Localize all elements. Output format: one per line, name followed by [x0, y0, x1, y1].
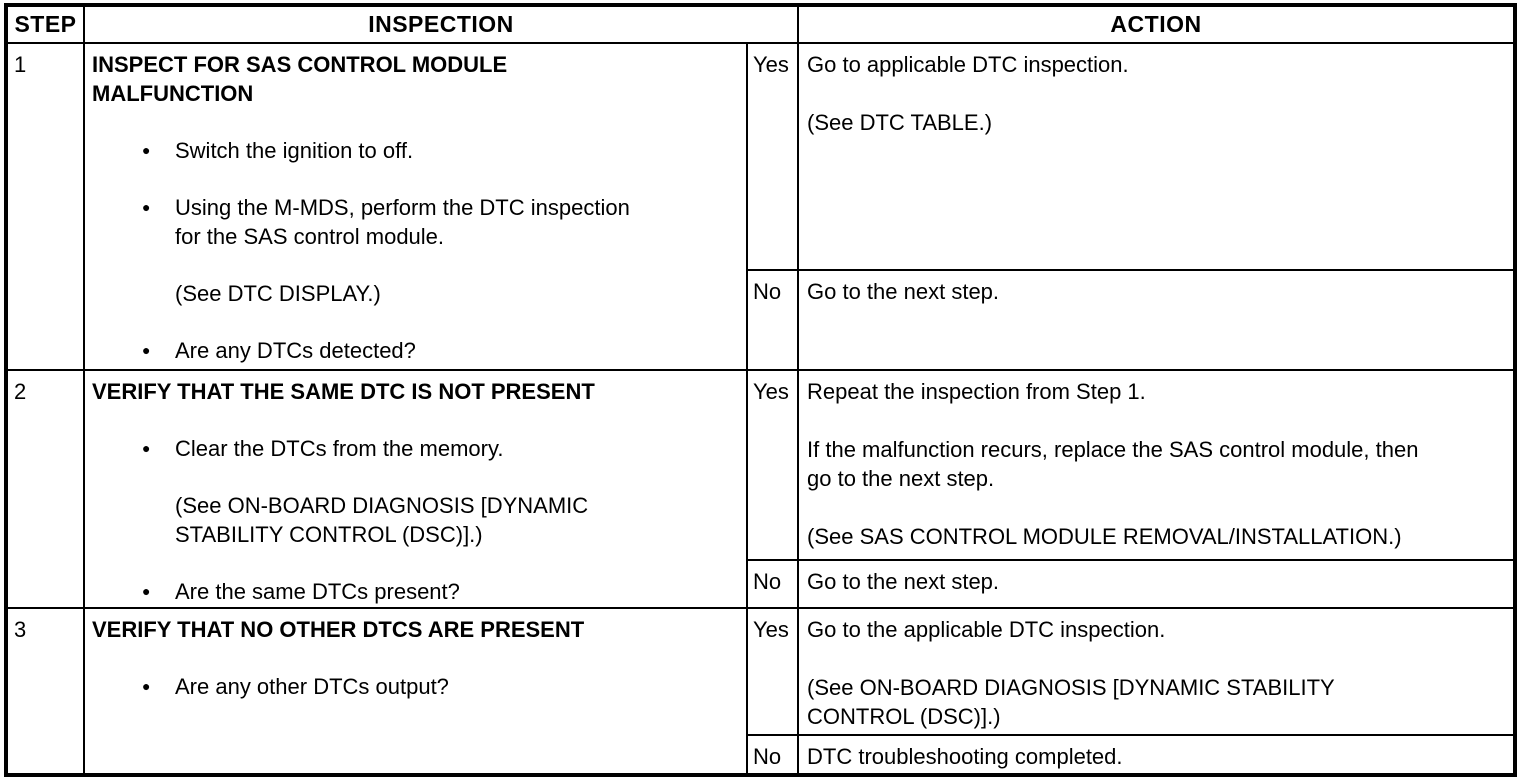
table-row: No Go to the next step.: [6, 559, 1517, 609]
inspection-cell: INSPECT FOR SAS CONTROL MODULE MALFUNCTI…: [83, 42, 748, 371]
yes-label: Yes: [745, 607, 800, 736]
list-item-text: Using the M-MDS, perform the DTC inspect…: [175, 195, 630, 249]
troubleshooting-table: STEP INSPECTION ACTION 1 INSPECT FOR SAS…: [4, 3, 1518, 777]
action-text: If the malfunction recurs, replace the S…: [807, 437, 1419, 491]
no-label: No: [745, 269, 800, 371]
action-text: (See DTC TABLE.): [807, 110, 993, 135]
table-row: 2 VERIFY THAT THE SAME DTC IS NOT PRESEN…: [5, 369, 1517, 609]
action-text: Go to applicable DTC inspection.: [807, 52, 1129, 77]
no-label: No: [745, 734, 800, 776]
list-item: ● Switch the ignition to off.: [92, 136, 740, 165]
bullet-icon: ●: [142, 342, 151, 358]
no-label: No: [745, 559, 800, 609]
inspection-cell: VERIFY THAT THE SAME DTC IS NOT PRESENT …: [83, 369, 748, 609]
action-cell-no: Go to the next step.: [797, 559, 1517, 609]
see-reference: (See DTC DISPLAY.): [175, 281, 381, 306]
step-number: 3: [5, 607, 85, 776]
list-item: ● Using the M-MDS, perform the DTC inspe…: [92, 193, 740, 251]
column-header-action: ACTION: [797, 4, 1517, 44]
see-reference: (See ON-BOARD DIAGNOSIS [DYNAMIC STABILI…: [175, 493, 589, 547]
action-cell-yes: Repeat the inspection from Step 1. If th…: [797, 369, 1517, 561]
list-item-text: Are any DTCs detected?: [175, 338, 416, 363]
inspection-title: INSPECT FOR SAS CONTROL MODULE MALFUNCTI…: [92, 52, 508, 106]
step-number: 2: [5, 369, 85, 609]
action-cell-no: Go to the next step.: [797, 269, 1517, 371]
list-item-text: Switch the ignition to off.: [175, 138, 414, 163]
action-text: DTC troubleshooting completed.: [807, 744, 1123, 769]
table-row: 1 INSPECT FOR SAS CONTROL MODULE MALFUNC…: [5, 42, 1517, 371]
action-text: (See SAS CONTROL MODULE REMOVAL/INSTALLA…: [807, 524, 1402, 549]
table-header-row: STEP INSPECTION ACTION: [5, 4, 1517, 44]
yes-label: Yes: [745, 42, 800, 271]
column-header-inspection: INSPECTION: [82, 4, 800, 44]
inspection-title: VERIFY THAT THE SAME DTC IS NOT PRESENT: [92, 379, 595, 404]
bullet-icon: ●: [142, 142, 151, 158]
list-item: ● Are any DTCs detected?: [92, 336, 740, 365]
yes-label: Yes: [745, 369, 800, 561]
column-header-step: STEP: [5, 4, 85, 44]
list-item-text: Are the same DTCs present?: [175, 579, 460, 604]
inspection-cell: VERIFY THAT NO OTHER DTCS ARE PRESENT ● …: [83, 607, 748, 776]
action-text: Repeat the inspection from Step 1.: [807, 379, 1146, 404]
action-text: Go to the next step.: [807, 569, 1000, 594]
table-row: No DTC troubleshooting completed.: [6, 734, 1517, 776]
bullet-icon: ●: [142, 583, 151, 599]
action-cell-yes: Go to applicable DTC inspection. (See DT…: [797, 42, 1517, 271]
bullet-icon: ●: [142, 678, 151, 694]
bullet-icon: ●: [142, 440, 151, 456]
list-item: ● Are any other DTCs output?: [92, 672, 740, 701]
action-cell-no: DTC troubleshooting completed.: [797, 734, 1517, 776]
list-item: ● Clear the DTCs from the memory.: [92, 434, 740, 463]
action-text: Go to the next step.: [807, 279, 1000, 304]
action-cell-yes: Go to the applicable DTC inspection. (Se…: [797, 607, 1517, 736]
step-number: 1: [5, 42, 85, 371]
list-item: ● Are the same DTCs present?: [92, 577, 740, 606]
list-item-text: Are any other DTCs output?: [175, 674, 449, 699]
inspection-title: VERIFY THAT NO OTHER DTCS ARE PRESENT: [92, 617, 585, 642]
action-text: Go to the applicable DTC inspection.: [807, 617, 1166, 642]
action-text: (See ON-BOARD DIAGNOSIS [DYNAMIC STABILI…: [807, 675, 1335, 729]
bullet-icon: ●: [142, 199, 151, 215]
table-row: 3 VERIFY THAT NO OTHER DTCS ARE PRESENT …: [5, 607, 1517, 776]
list-item-text: Clear the DTCs from the memory.: [175, 436, 504, 461]
table-row: No Go to the next step.: [6, 269, 1517, 371]
